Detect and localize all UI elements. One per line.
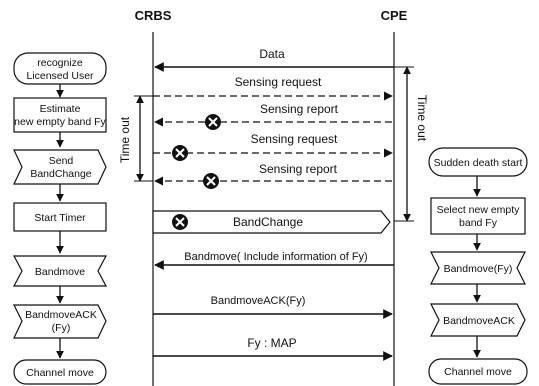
band-change-label: BandChange (233, 215, 303, 229)
flow-send-node (13, 149, 107, 185)
sensing-request-2-label: Sensing request (251, 132, 338, 146)
flow-process-node (13, 97, 107, 133)
flow-end-node (13, 359, 107, 385)
flow-receive-node (13, 255, 107, 287)
data-label: Data (259, 47, 285, 61)
failure-cross-icon (172, 145, 188, 161)
flow-start-node (428, 147, 528, 177)
flow-node-line2: (Fy) (52, 322, 71, 334)
flow-node-line1: Select new empty (437, 204, 521, 216)
flow-node-line1: Bandmove (35, 266, 85, 278)
flow-node-line1: Bandmove(Fy) (444, 263, 513, 275)
flow-process-node (430, 197, 526, 235)
flow-node-line1: BandmoveACK (25, 309, 97, 321)
sensing-report-1-label: Sensing report (260, 102, 339, 116)
flow-send-node (430, 303, 526, 337)
flow-node-line1: Sudden death start (434, 157, 523, 169)
crbs-header: CRBS (135, 8, 172, 23)
left-timeout-label: Time out (118, 116, 132, 163)
failure-cross-icon (172, 214, 188, 230)
flow-node-line1: BandmoveACK (443, 315, 515, 327)
sensing-report-2-label: Sensing report (259, 162, 338, 176)
right-timeout-label: Time out (415, 95, 429, 142)
right-flowchart: Sudden death start Select new empty band… (428, 147, 528, 385)
flow-node-line2: BandChange (30, 168, 91, 180)
bandmove-label: Bandmove( Include information of Fy) (184, 251, 367, 263)
flow-receive-node (430, 251, 526, 285)
flow-end-node (428, 358, 528, 385)
sensing-request-1-label: Sensing request (235, 75, 322, 89)
flow-node-line2: new empty band Fy (14, 116, 106, 128)
flow-process-node (13, 202, 107, 232)
flow-node-line2: Licensed User (26, 70, 94, 82)
left-flowchart: recognize Licensed User Estimate new emp… (13, 52, 107, 385)
flow-start-node (13, 52, 107, 85)
flow-node-line1: Channel move (444, 366, 512, 378)
flow-node-line1: Send (49, 155, 74, 167)
flow-send-node (13, 304, 107, 339)
band-change-arrow (152, 210, 391, 234)
flow-node-line1: Estimate (40, 103, 81, 115)
flow-node-line1: Start Timer (34, 212, 86, 224)
flow-node-line2: band Fy (459, 217, 498, 229)
cpe-header: CPE (381, 8, 408, 23)
flow-node-line1: Channel move (26, 367, 94, 379)
bandmove-ack-label: BandmoveACK(Fy) (211, 295, 306, 307)
failure-cross-icon (205, 114, 221, 130)
failure-cross-icon (203, 173, 219, 189)
fy-map-label: Fy : MAP (247, 336, 296, 350)
flow-node-line1: recognize (37, 57, 83, 69)
